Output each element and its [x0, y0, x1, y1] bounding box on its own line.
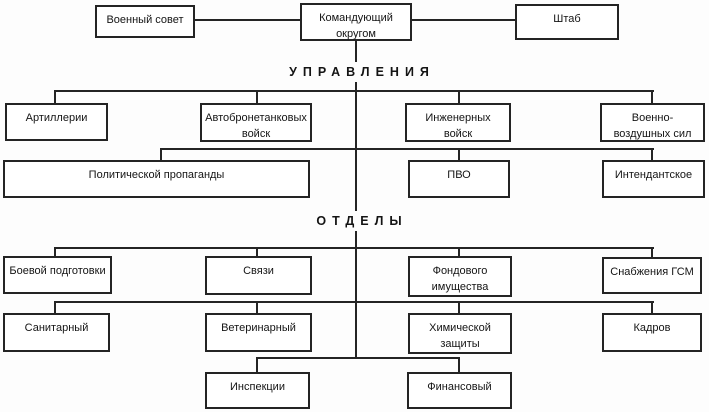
connector-drop-air-defense: [458, 148, 460, 162]
connector-drop-signals: [256, 247, 258, 258]
air-defense-box: ПВО: [408, 160, 510, 198]
connector-drop-inspections: [256, 357, 258, 374]
connector-h-departments-row1: [54, 247, 654, 249]
engineer-troops-box: Инженерных войск: [405, 103, 511, 142]
directorates-section-header: УПРАВЛЕНИЯ: [279, 62, 445, 82]
quartermaster-box: Интендантское: [602, 160, 705, 198]
connector-drop-fund-property: [458, 247, 460, 258]
connector-drop-armored: [256, 90, 258, 105]
connector-drop-finance: [458, 357, 460, 374]
inspections-box: Инспекции: [205, 372, 310, 409]
personnel-box: Кадров: [602, 313, 702, 352]
artillery-box: Артиллерии: [5, 103, 108, 141]
chemical-defense-box: Химической защиты: [408, 313, 512, 354]
connector-drop-fuel-supply: [651, 247, 653, 259]
connector-h-departments-row2: [54, 301, 654, 303]
connector-top-left: [195, 19, 300, 21]
connector-drop-political: [160, 148, 162, 162]
armored-troops-box: Автобронетанковых войск: [200, 103, 312, 142]
connector-drop-quartermaster: [651, 148, 653, 162]
connector-h-directorates-row1: [54, 90, 654, 92]
fuel-supply-box: Снабжения ГСМ: [602, 257, 702, 294]
connector-drop-veterinary: [256, 301, 258, 315]
signals-box: Связи: [205, 256, 312, 295]
connector-drop-engineer: [458, 90, 460, 105]
connector-drop-medical: [54, 301, 56, 315]
medical-box: Санитарный: [3, 313, 110, 352]
air-force-box: Военно-воздушных сил: [600, 103, 705, 142]
connector-drop-personnel: [651, 301, 653, 315]
staff-box: Штаб: [515, 4, 619, 40]
finance-box: Финансовый: [407, 372, 512, 409]
connector-drop-air-force: [651, 90, 653, 105]
veterinary-box: Ветеринарный: [205, 313, 312, 352]
connector-drop-chemical: [458, 301, 460, 315]
political-propaganda-box: Политической пропаганды: [3, 160, 310, 198]
connector-h-departments-row3: [256, 357, 460, 359]
military-council-box: Военный совет: [95, 5, 195, 38]
connector-drop-artillery: [54, 90, 56, 105]
departments-section-header: ОТДЕЛЫ: [306, 211, 418, 231]
fund-property-box: Фондового имущества: [408, 256, 512, 297]
combat-training-box: Боевой подготовки: [3, 256, 112, 294]
connector-drop-combat-training: [54, 247, 56, 258]
connector-h-directorates-row2: [160, 148, 654, 150]
connector-top-right: [412, 19, 515, 21]
connector-trunk: [355, 40, 357, 359]
district-commander-box: Командующий округом: [300, 3, 412, 41]
